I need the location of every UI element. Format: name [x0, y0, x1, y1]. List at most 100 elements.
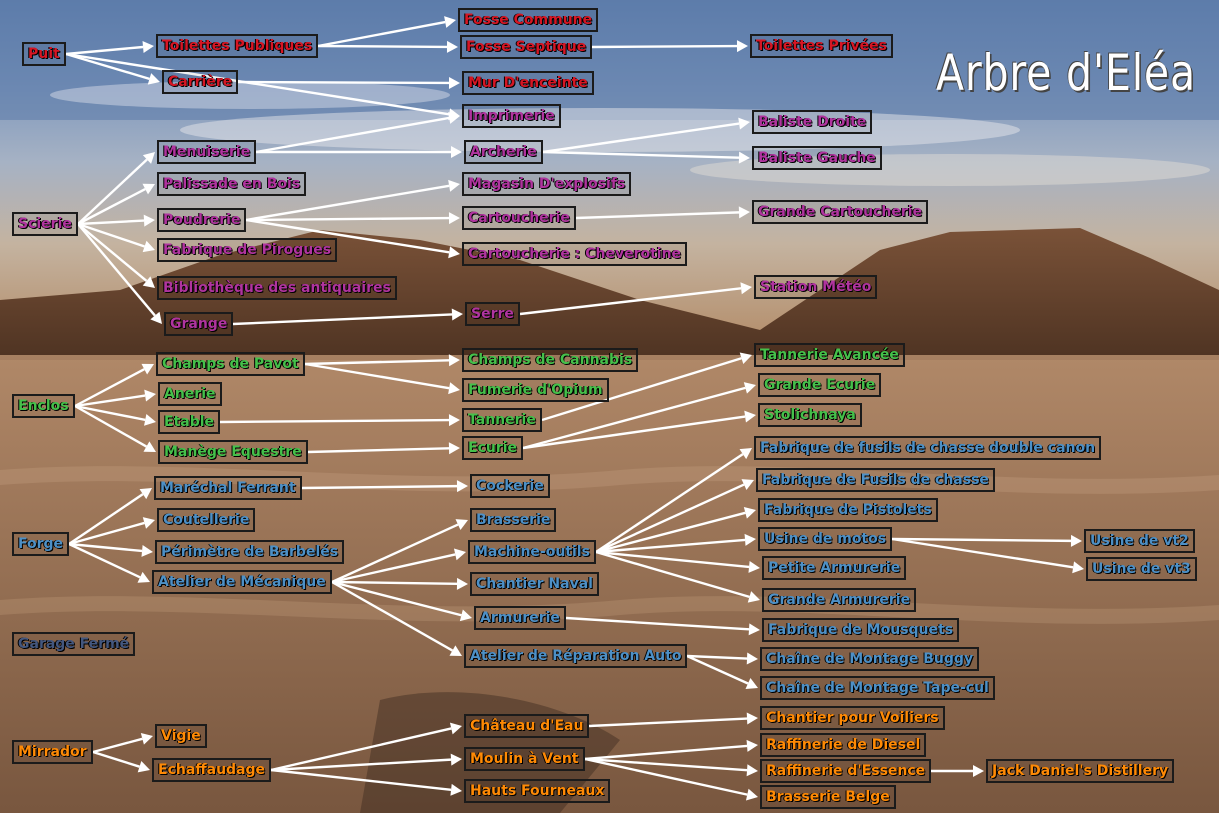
node-fumerie-opium: Fumerie d'Opium [462, 378, 609, 402]
node-coutellerie: Coutellerie [157, 508, 256, 532]
arrow-echaffaudage-to-moulin [270, 758, 452, 772]
node-fosse-septique: Fosse Septique [460, 35, 593, 59]
arrow-atelier_mecanique-to-chantier_naval [331, 580, 458, 586]
node-armurerie: Armurerie [474, 606, 566, 630]
node-fabrique-pirogues: Fabrique de Pirogues [157, 238, 338, 262]
arrowhead-forge-to-marechal [139, 488, 152, 500]
node-usine-motos: Usine de motos [758, 527, 893, 551]
arrow-chateau_eau-to-chantier_voiliers [588, 717, 748, 728]
node-menuiserie: Menuiserie [157, 140, 257, 164]
arrow-toilettes_publiques-to-fosse_septique [317, 44, 448, 49]
arrow-machine_outils-to-grande_armurerie [595, 550, 750, 599]
arrow-champs_pavot-to-fumerie_opium [304, 362, 450, 390]
node-bibliotheque: Bibliothèque des antiquaires [157, 276, 397, 300]
arrow-armurerie-to-mousquets [565, 616, 750, 631]
arrow-champs_pavot-to-champs_cannabis [304, 359, 450, 366]
arrow-mirrador-to-vigie [92, 737, 143, 754]
arrowhead-toilettes_publiques-to-fosse_septique [446, 40, 458, 53]
node-perimetre: Périmètre de Barbelés [155, 540, 345, 564]
node-serre: Serre [465, 302, 520, 326]
arrow-forge-to-marechal [68, 493, 144, 545]
arrow-echaffaudage-to-hauts_fourneaux [270, 768, 452, 791]
node-vt3: Usine de vt3 [1086, 557, 1197, 581]
arrowhead-marechal-to-cockerie [456, 480, 468, 493]
arrow-machine_outils-to-usine_motos [595, 538, 746, 554]
node-champs-cannabis: Champs de Cannabis [462, 348, 639, 372]
arrowhead-enclos-to-etable [144, 413, 156, 426]
arrowhead-grange-to-serre [451, 308, 463, 321]
node-toilettes-privees: Toilettes Privées [750, 34, 893, 58]
node-archerie: Archerie [464, 140, 543, 164]
arrowhead-atelier_mecanique-to-atelier_reparation [449, 645, 462, 656]
node-palissade: Palissade en Bois [157, 172, 307, 196]
arrowhead-scierie-to-palissade [142, 183, 155, 195]
arrow-fosse_septique-to-toilettes_privees [591, 44, 738, 49]
node-carriere: Carrière [162, 70, 239, 94]
arrow-forge-to-perimetre [68, 542, 143, 553]
arrow-machine_outils-to-petite_armurerie [595, 550, 750, 569]
arrow-scierie-to-menuiserie [77, 158, 148, 225]
arrowhead-machine_outils-to-grande_armurerie [747, 591, 760, 603]
arrow-poudrerie-to-cartoucherie [245, 216, 450, 222]
diagram-title: Arbre d'Eléa [936, 44, 1196, 102]
arrowhead-machine_outils-to-fusils_chasse [741, 479, 754, 491]
node-anerie: Anerie [158, 382, 222, 406]
node-magasin-explosifs: Magasin D'explosifs [462, 172, 632, 196]
node-cockerie: Cockerie [470, 474, 550, 498]
arrowhead-toilettes_publiques-to-fosse_commune [444, 16, 456, 28]
node-vt2: Usine de vt2 [1084, 529, 1195, 553]
node-tape-cul: Chaîne de Montage Tape-cul [760, 676, 995, 700]
node-forge: Forge [12, 532, 70, 556]
node-cartoucherie: Cartoucherie [462, 206, 576, 230]
arrowhead-echaffaudage-to-hauts_fourneaux [450, 783, 462, 796]
node-brasserie: Brasserie [470, 508, 557, 532]
arrow-machine_outils-to-fusils_double [595, 453, 744, 553]
arrowhead-scierie-to-menuiserie [142, 152, 155, 164]
node-atelier-mecanique: Atelier de Mécanique [152, 570, 332, 594]
node-puit: Puit [22, 42, 66, 66]
node-mousquets: Fabrique de Mousquets [762, 618, 960, 642]
node-marechal: Maréchal Ferrant [154, 476, 302, 500]
arrowhead-enclos-to-champs_pavot [141, 363, 154, 375]
arrowhead-champs_pavot-to-fumerie_opium [448, 382, 460, 395]
node-grande-ecurie: Grande Ecurie [758, 373, 882, 397]
arrow-carriere-to-mur_enceinte [237, 80, 450, 85]
arrow-archerie-to-baliste_gauche [542, 150, 740, 159]
node-echaffaudage: Echaffaudage [152, 758, 272, 782]
arrowhead-forge-to-atelier_mecanique [137, 571, 150, 583]
arrowhead-enclos-to-anerie [144, 389, 156, 402]
arrowhead-enclos-to-manege [143, 441, 156, 452]
node-pistolets: Fabrique de Pistolets [758, 498, 938, 522]
arrowhead-ecurie-to-grande_ecurie [743, 382, 756, 394]
arrowhead-forge-to-perimetre [141, 544, 153, 557]
node-manege: Manège Equestre [158, 440, 308, 464]
arrowhead-mirrador-to-echaffaudage [137, 760, 150, 773]
node-moulin: Moulin à Vent [464, 747, 585, 771]
node-mur-enceinte: Mur D'enceinte [462, 71, 594, 95]
node-fusils-double: Fabrique de fusils de chasse double cano… [754, 436, 1102, 460]
node-chantier-naval: Chantier Naval [470, 572, 599, 596]
node-scierie: Scierie [12, 212, 78, 236]
arrowhead-puit-to-carriere [147, 73, 160, 85]
arrowhead-archerie-to-baliste_gauche [738, 151, 750, 164]
arrowhead-atelier_mecanique-to-armurerie [459, 609, 472, 622]
arrowhead-machine_outils-to-petite_armurerie [748, 560, 760, 573]
arrow-scierie-to-palissade [77, 188, 146, 226]
arrow-moulin-to-raff_diesel [584, 744, 748, 761]
arrowhead-puit-to-toilettes_publiques [142, 41, 154, 53]
arrowhead-menuiserie-to-archerie [451, 146, 462, 158]
arrowhead-serre-to-station_meteo [740, 282, 752, 295]
node-station-meteo: Station Météo [754, 275, 878, 299]
arrowhead-echaffaudage-to-moulin [450, 753, 462, 766]
arrowhead-scierie-to-poudrerie [143, 214, 155, 227]
arrow-moulin-to-brasserie_belge [584, 757, 748, 796]
arrowhead-atelier_mecanique-to-brasserie [455, 519, 468, 531]
arrow-archerie-to-baliste_droite [542, 122, 740, 154]
arrow-enclos-to-etable [74, 404, 146, 422]
arrow-ecurie-to-stolichnaya [522, 415, 746, 450]
node-stolichnaya: Stolichnaya [758, 403, 862, 427]
node-hauts-fourneaux: Hauts Fourneaux [464, 779, 611, 803]
arrowhead-carriere-to-mur_enceinte [448, 76, 460, 89]
arrowhead-scierie-to-fabrique_pirogues [142, 240, 155, 253]
node-chantier-voiliers: Chantier pour Voiliers [760, 706, 945, 730]
